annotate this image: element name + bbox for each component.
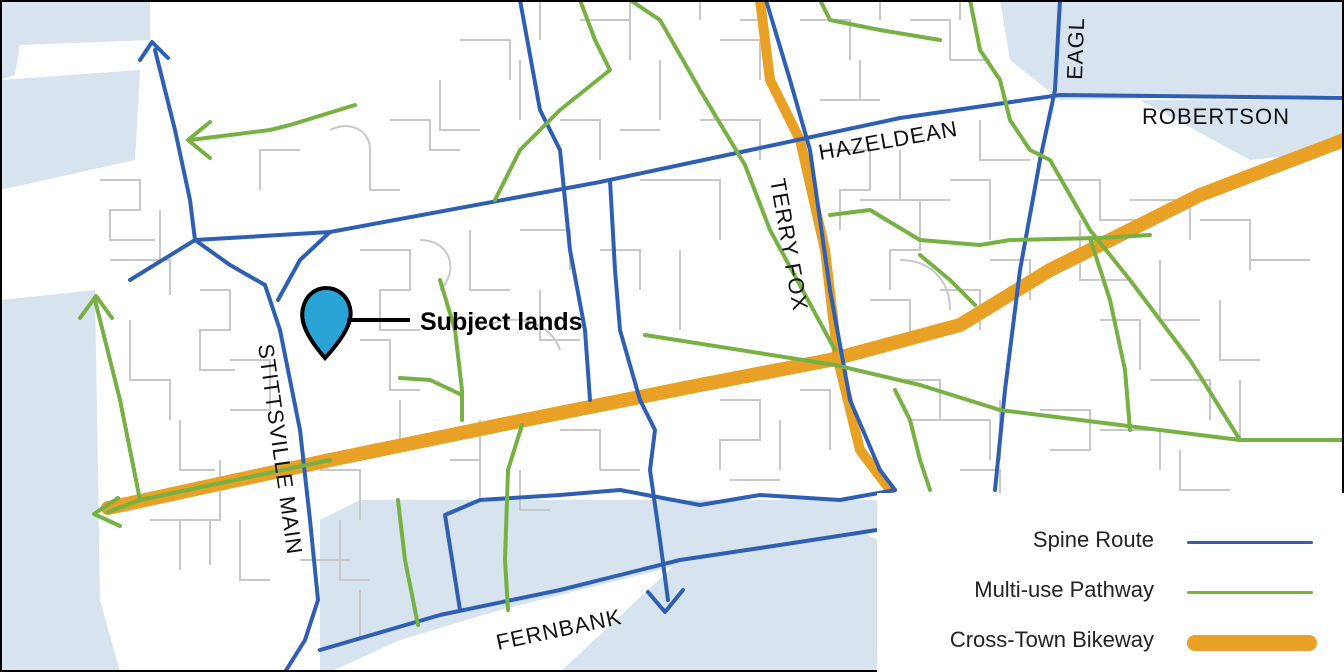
pathway-south-2: [396, 498, 420, 627]
pathway-east-3: [893, 388, 932, 492]
pathway-east-4: [1088, 236, 1132, 432]
water-top-right: [1000, 0, 1344, 100]
water-bottom-center: [320, 500, 900, 672]
spine-terry-fox: [764, 0, 897, 492]
spine-south-loop: [443, 488, 897, 612]
arrow-west-icon: [186, 120, 212, 160]
spine-routes: [128, 0, 1344, 672]
water-left-upper: [0, 70, 140, 190]
water-top-left: [0, 0, 150, 80]
local-streets: [100, 0, 1320, 640]
pathway-along-bikeway-west: [106, 458, 332, 514]
spine-eagleson: [993, 0, 1062, 492]
arrow-west-lower-icon: [92, 496, 122, 528]
spine-arrowheads: [138, 40, 685, 614]
pathway-east-1: [828, 208, 1152, 247]
arrow-south-icon: [646, 588, 685, 614]
pathway-east-2: [918, 253, 977, 307]
road-label-robertson: ROBERTSON: [1142, 104, 1290, 129]
multi-use-pathways: [93, 0, 1344, 627]
water-left-lower: [0, 290, 120, 672]
pathway-north-2: [628, 0, 837, 352]
water-bottom-right: [560, 530, 877, 672]
legend-item-cross-town-bikeway: Cross-Town Bikeway: [877, 621, 1344, 661]
pathway-subject-south: [438, 278, 464, 422]
spine-stittsville-main: [153, 48, 320, 672]
pathway-top: [818, 0, 942, 42]
legend-label: Cross-Town Bikeway: [949, 627, 1154, 652]
pathway-spur: [398, 376, 464, 397]
pathway-west: [93, 298, 142, 502]
spine-hazeldean: [128, 93, 1344, 282]
arrow-north-west-icon: [78, 294, 114, 320]
spine-north-south-2: [608, 178, 670, 602]
pathway-northeast: [968, 0, 1242, 442]
bikeway-east-west: [101, 133, 1344, 515]
legend-swatch-pathway: [1187, 591, 1313, 594]
spine-curve: [276, 230, 332, 302]
legend-item-multi-use-pathway: Multi-use Pathway: [877, 571, 1344, 611]
pathway-northwest: [188, 103, 357, 142]
pathway-north-1: [493, 0, 612, 202]
road-label-eagleson: EAGL: [1062, 17, 1089, 81]
arrow-north-icon: [138, 40, 170, 62]
pathway-south-1: [503, 423, 524, 612]
pathway-arrowheads: [78, 120, 212, 528]
legend-label: Spine Route: [1032, 527, 1154, 552]
spine-north-south-1: [518, 0, 592, 402]
legend-swatch-bikeway: [1187, 635, 1317, 651]
spine-fernbank: [318, 528, 879, 652]
subject-lands-label: Subject lands: [420, 308, 583, 336]
map-legend: Spine Route Multi-use Pathway Cross-Town…: [877, 493, 1344, 672]
legend-swatch-spine: [1187, 541, 1313, 544]
subject-marker: Subject lands: [300, 285, 583, 362]
legend-label: Multi-use Pathway: [974, 577, 1154, 602]
legend-item-spine-route: Spine Route: [877, 521, 1344, 561]
water-right-band: [1140, 100, 1344, 160]
